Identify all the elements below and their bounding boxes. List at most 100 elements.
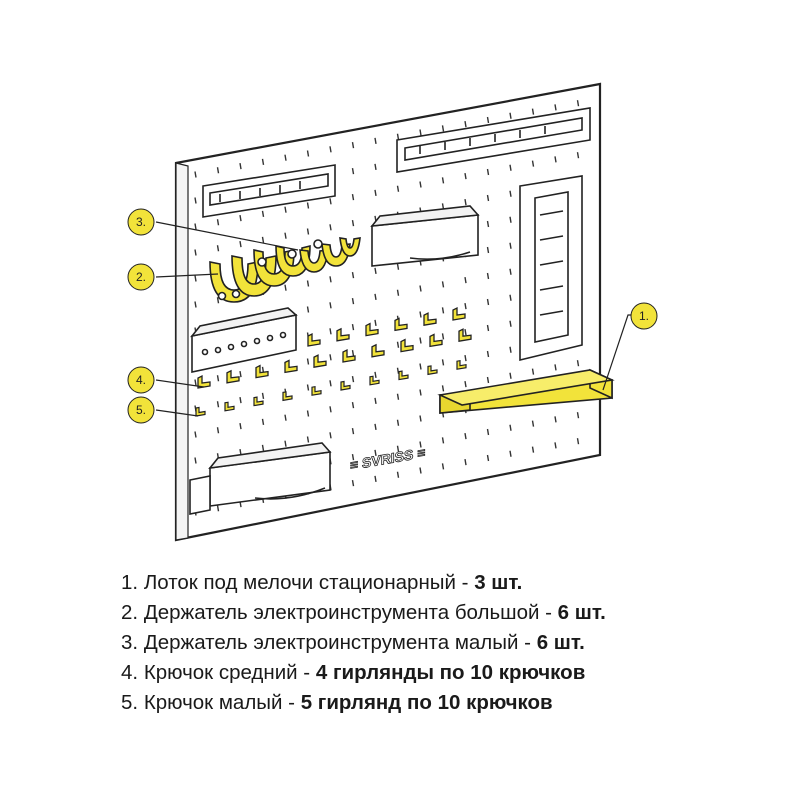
peg-hole (509, 372, 512, 379)
peg-hole (239, 240, 242, 248)
peg-hole (509, 112, 512, 119)
peg-hole (351, 401, 355, 409)
peg-hole (239, 422, 242, 430)
peg-hole (194, 457, 197, 464)
peg-hole (509, 190, 512, 197)
small-hook (311, 385, 322, 396)
peg-hole (509, 346, 512, 353)
peg-hole (419, 363, 422, 370)
peg-hole (396, 133, 400, 140)
peg-hole (419, 129, 422, 136)
legend-text: Держатель электроинструмента большой - (143, 601, 558, 624)
peg-hole (396, 393, 400, 400)
peg-hole (194, 197, 197, 204)
peg-hole (194, 223, 197, 230)
callout-1: 1. (602, 302, 658, 391)
medium-hook (226, 369, 240, 384)
peg-hole (351, 297, 355, 305)
bit-holder (189, 307, 298, 373)
peg-hole (351, 479, 355, 487)
peg-hole (441, 177, 445, 184)
peg-hole (216, 505, 220, 512)
peg-hole (464, 173, 467, 180)
medium-hook (342, 348, 356, 363)
legend-item-1: 1. Лоток под мелочи стационарный - 3 шт. (121, 568, 781, 598)
peg-hole (464, 433, 467, 440)
peg-hole (464, 303, 467, 310)
peg-hole (531, 160, 535, 167)
peg-hole (374, 189, 377, 197)
tool-rail-top-left (202, 164, 336, 218)
peg-hole (329, 146, 332, 153)
peg-hole (284, 414, 287, 421)
peg-hole (531, 420, 535, 427)
peg-hole (576, 152, 580, 159)
medium-hook (429, 333, 443, 348)
legend-num: 3. (121, 631, 139, 654)
peg-hole (554, 442, 557, 449)
peg-hole (329, 276, 332, 283)
peg-hole (509, 268, 512, 275)
peg-hole (216, 297, 220, 304)
peg-hole (509, 242, 512, 249)
legend-qty: 4 гирлянды по 10 крючков (315, 661, 586, 684)
small-hook (282, 391, 293, 402)
legend-text: Крючок средний - (143, 661, 316, 684)
medium-hook (400, 338, 414, 353)
peg-hole (509, 450, 512, 457)
medium-hook (371, 343, 385, 358)
peg-hole (374, 319, 377, 327)
peg-hole (554, 104, 557, 111)
peg-hole (464, 381, 467, 388)
peg-hole (284, 206, 287, 213)
peg-hole (486, 194, 490, 202)
peg-hole (419, 181, 422, 188)
peg-hole (554, 416, 557, 423)
peg-hole (351, 375, 355, 383)
peg-hole (194, 431, 197, 438)
peg-hole (351, 141, 355, 149)
peg-hole (531, 446, 535, 453)
legend-num: 4. (121, 661, 139, 684)
peg-hole (419, 441, 422, 448)
peg-hole (239, 214, 242, 222)
peg-hole (374, 423, 377, 431)
peg-hole (464, 355, 467, 362)
peg-hole (329, 328, 332, 335)
legend-qty: 6 шт. (536, 631, 585, 654)
peg-hole (216, 401, 220, 408)
peg-hole (351, 323, 355, 331)
callout-3: 3. (127, 208, 299, 251)
peg-hole (464, 121, 467, 128)
peg-hole (284, 232, 287, 239)
peg-hole (261, 158, 265, 165)
peg-hole (261, 418, 265, 425)
peg-hole (486, 246, 490, 254)
peg-hole (486, 454, 490, 462)
stationary-tray (437, 368, 615, 414)
medium-hook (284, 359, 298, 374)
peg-hole (486, 116, 490, 124)
small-tool-holders (257, 237, 361, 273)
peg-hole (374, 475, 377, 483)
peg-hole (554, 364, 557, 371)
small-hook (253, 396, 264, 407)
peg-hole (261, 236, 265, 243)
tool-rail-top-right (396, 107, 591, 173)
peg-hole (486, 350, 490, 358)
legend-text: Держатель электроинструмента малый - (143, 631, 537, 654)
peg-hole (216, 375, 220, 382)
medium-hook (307, 332, 321, 347)
callout-2: 2. (127, 263, 219, 291)
peg-hole (351, 427, 355, 435)
medium-hook (313, 354, 327, 368)
small-tray-upper (370, 205, 480, 267)
peg-hole (419, 389, 422, 396)
legend-item-2: 2. Держатель электроинструмента большой … (121, 598, 781, 628)
peg-hole (329, 380, 332, 387)
peg-hole (239, 162, 242, 170)
spanner-rack (519, 175, 583, 362)
small-tray-lower (189, 442, 332, 515)
peg-hole (306, 228, 310, 235)
peg-hole (329, 198, 332, 205)
